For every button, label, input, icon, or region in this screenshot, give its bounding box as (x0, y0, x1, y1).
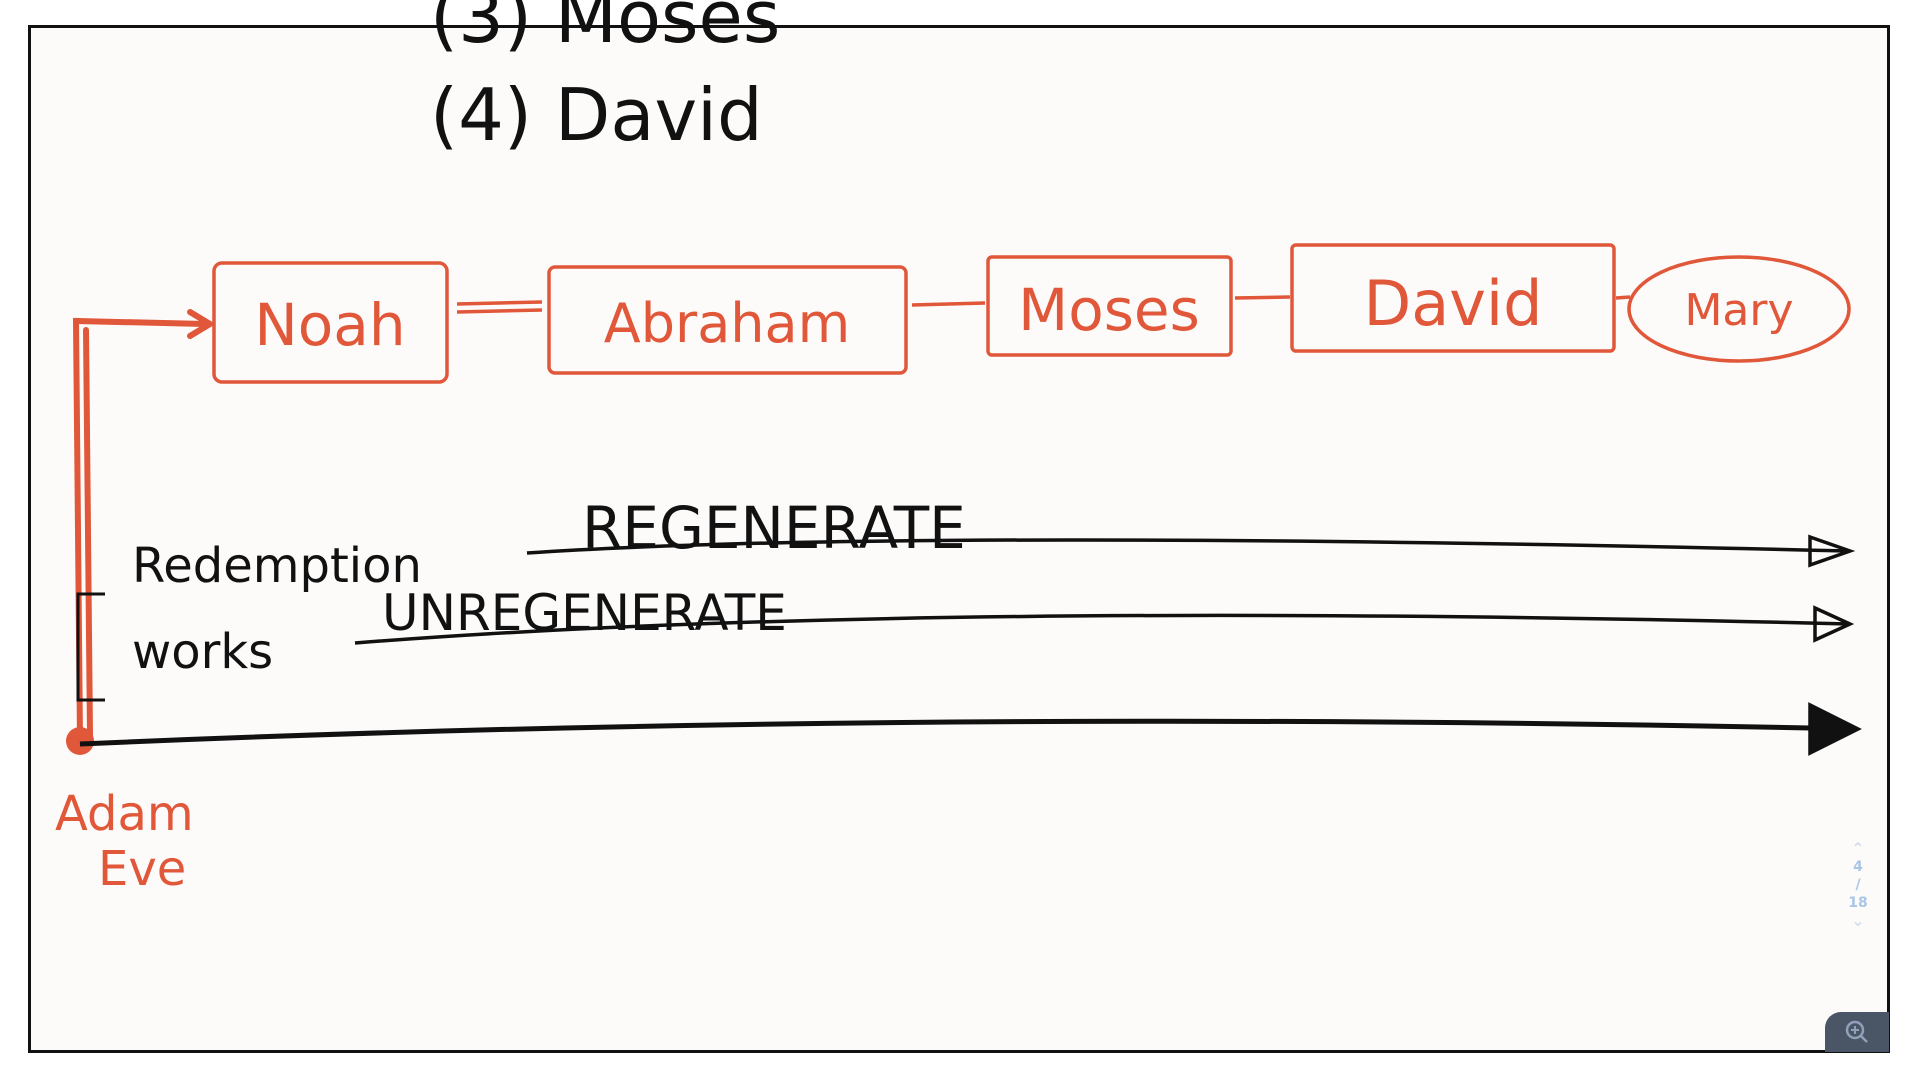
label-regenerate: REGENERATE (582, 494, 966, 562)
heading-david: (4) David (430, 73, 763, 157)
box-david (1290, 243, 1616, 353)
label-redemption: Redemption (132, 538, 422, 594)
page-down-icon[interactable]: ⌄ (1851, 911, 1865, 930)
box-moses (986, 255, 1233, 357)
label-eve: Eve (98, 841, 186, 897)
label-david: David (1363, 267, 1542, 340)
box-noah (212, 261, 449, 384)
label-noah: Noah (254, 291, 405, 359)
origin-dot (66, 727, 94, 755)
page-indicator: ⌃ 4 / 18 ⌄ (1838, 840, 1878, 930)
label-adam: Adam (55, 786, 194, 842)
label-moses: Moses (1018, 276, 1200, 344)
label-unregenerate: UNREGENERATE (382, 584, 787, 642)
box-abraham (547, 265, 908, 375)
page-current: 4 (1853, 859, 1863, 875)
zoom-in-icon (1845, 1020, 1868, 1043)
page-separator: / (1855, 877, 1861, 893)
page-total: 18 (1848, 895, 1868, 911)
page-up-icon[interactable]: ⌃ (1851, 839, 1865, 858)
label-works: works (132, 624, 273, 680)
label-abraham: Abraham (604, 292, 850, 355)
zoom-in-button[interactable] (1825, 1012, 1889, 1052)
heading-partial: (3) Moses (430, 0, 780, 59)
ellipse-mary (1627, 255, 1851, 363)
label-mary: Mary (1684, 285, 1793, 336)
